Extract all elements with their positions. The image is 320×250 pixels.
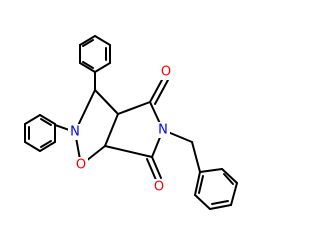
oxygen-atom-carbonyl-top: O — [161, 65, 171, 80]
oxygen-atom-carbonyl-bottom: O — [154, 180, 164, 195]
bond — [230, 182, 238, 206]
bond — [211, 200, 229, 205]
bond — [198, 175, 204, 194]
nitrogen-atom-isoxazolidine: N — [70, 125, 80, 140]
bond — [223, 173, 234, 185]
bond — [94, 35, 111, 46]
bond — [194, 171, 201, 196]
bond — [194, 194, 211, 210]
bond — [154, 79, 169, 105]
bond — [79, 35, 96, 46]
molecule-drawing: N O N O O — [24, 35, 238, 210]
bond — [39, 114, 56, 125]
phenyl-ring-left — [24, 114, 56, 152]
bond — [94, 89, 119, 115]
oxygen-atom-isoxazolidine: O — [76, 158, 86, 173]
bond — [82, 61, 94, 69]
bond — [40, 140, 52, 148]
bond — [117, 101, 151, 115]
bond — [221, 168, 238, 184]
structure-canvas: N O N O O — [24, 35, 238, 210]
bond — [151, 156, 162, 179]
bond — [39, 141, 56, 152]
bond — [40, 118, 52, 126]
bond — [104, 113, 119, 147]
bond — [82, 39, 94, 47]
bond — [191, 141, 201, 173]
bond — [24, 114, 41, 125]
nitrogen-atom-imide: N — [158, 123, 168, 138]
bond — [149, 77, 164, 103]
bond — [24, 141, 41, 152]
bonds — [24, 35, 238, 210]
bond — [209, 204, 232, 210]
bond — [199, 168, 223, 173]
bond — [94, 62, 111, 73]
bond — [146, 158, 157, 181]
bond — [79, 62, 96, 73]
phenyl-ring-top — [79, 35, 111, 73]
atom-labels: N O N O O — [68, 64, 173, 195]
phenyl-ring-benzyl — [194, 168, 238, 210]
bond — [104, 145, 153, 158]
